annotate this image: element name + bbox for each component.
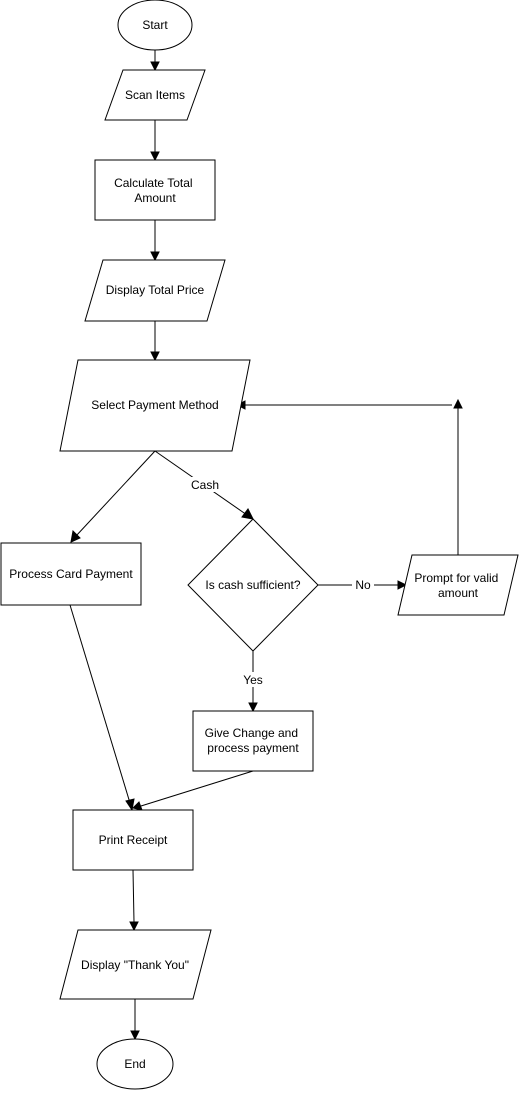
node-display-thanks: Display "Thank You" — [59, 929, 212, 1000]
edge-label-yes: Yes — [243, 673, 263, 687]
edge-label-cash: Cash — [191, 478, 219, 492]
node-calculate-total: Calculate Total Amount — [94, 159, 216, 221]
node-select-payment: Select Payment Method — [59, 359, 251, 452]
arrowhead — [248, 702, 258, 713]
arrowhead — [150, 351, 160, 362]
arrowhead — [125, 798, 135, 812]
arrowhead — [453, 398, 463, 409]
node-start: Start — [117, 0, 193, 51]
edge-select-to-card — [75, 450, 156, 537]
node-print-receipt: Print Receipt — [72, 809, 194, 871]
arrowhead — [150, 251, 160, 262]
node-give-change-label: Give Change and process payment — [205, 726, 302, 755]
edge-label-no: No — [355, 578, 371, 592]
node-display-total: Display Total Price — [84, 259, 226, 322]
edge-labels: Cash No Yes — [190, 477, 374, 687]
edges — [69, 50, 463, 1041]
edge-card-to-print — [69, 604, 131, 804]
node-start-label: Start — [142, 18, 168, 32]
node-end: End — [96, 1038, 174, 1090]
arrowhead — [397, 580, 408, 590]
node-process-card-label: Process Card Payment — [9, 567, 133, 581]
edge-give-change-to-print — [140, 770, 254, 807]
node-prompt-valid: Prompt for valid amount — [397, 554, 519, 616]
node-scan-items-label: Scan Items — [125, 88, 185, 102]
node-print-receipt-label: Print Receipt — [99, 833, 168, 847]
node-cash-check-label: Is cash sufficient? — [205, 578, 300, 592]
arrowhead — [130, 1030, 140, 1041]
node-calculate-total-label: Calculate Total Amount — [114, 176, 196, 205]
node-prompt-valid-label: Prompt for valid amount — [414, 571, 501, 600]
node-display-total-label: Display Total Price — [106, 283, 205, 297]
node-cash-check: Is cash sufficient? — [187, 518, 319, 652]
arrowhead — [150, 61, 160, 72]
arrowhead — [132, 801, 143, 811]
node-display-thanks-label: Display "Thank You" — [81, 958, 189, 972]
arrowhead — [150, 151, 160, 162]
node-scan-items: Scan Items — [104, 69, 206, 121]
node-give-change: Give Change and process payment — [192, 710, 314, 772]
arrowhead — [241, 508, 254, 520]
edge-print-to-thanks — [132, 869, 135, 923]
node-end-label: End — [124, 1057, 145, 1071]
node-process-card: Process Card Payment — [0, 542, 142, 606]
arrowhead — [70, 529, 81, 543]
node-select-payment-label: Select Payment Method — [91, 398, 218, 412]
arrowhead — [129, 921, 139, 932]
